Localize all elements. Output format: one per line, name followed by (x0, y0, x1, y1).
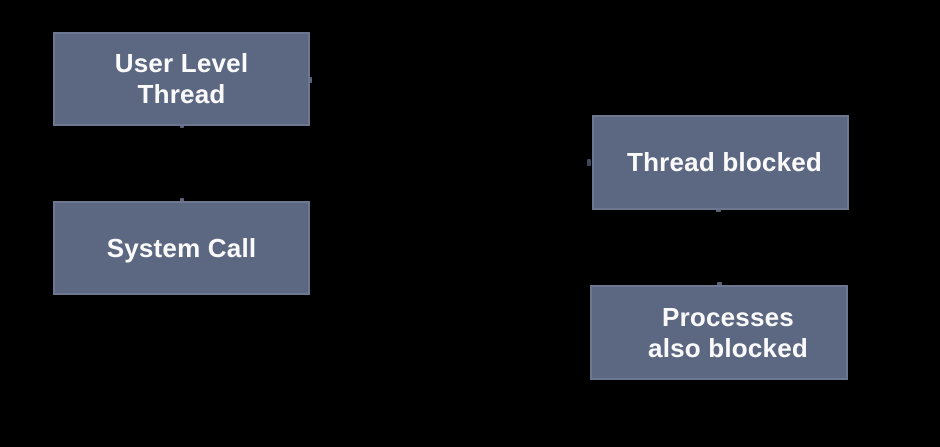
connector-anchor-system-call-top (180, 198, 184, 202)
node-processes-also-blocked-label: Processes also blocked (648, 301, 808, 363)
node-user-level-thread-label: User Level Thread (114, 48, 249, 109)
node-system-call: System Call (53, 201, 310, 295)
connector-anchor-thread-blocked-bottom (716, 208, 721, 212)
node-processes-also-blocked: Processes also blocked (590, 285, 848, 380)
connector-anchor-user-level-thread-bottom (180, 124, 184, 128)
connector-anchor-processes-also-blocked-top (717, 282, 722, 286)
connector-anchor-thread-blocked-left (587, 159, 591, 166)
node-thread-blocked-label: Thread blocked (627, 147, 822, 177)
node-user-level-thread: User Level Thread (53, 32, 310, 126)
connector-anchor-user-level-thread-right (309, 77, 312, 83)
node-system-call-label: System Call (106, 232, 257, 263)
node-thread-blocked: Thread blocked (592, 115, 849, 210)
